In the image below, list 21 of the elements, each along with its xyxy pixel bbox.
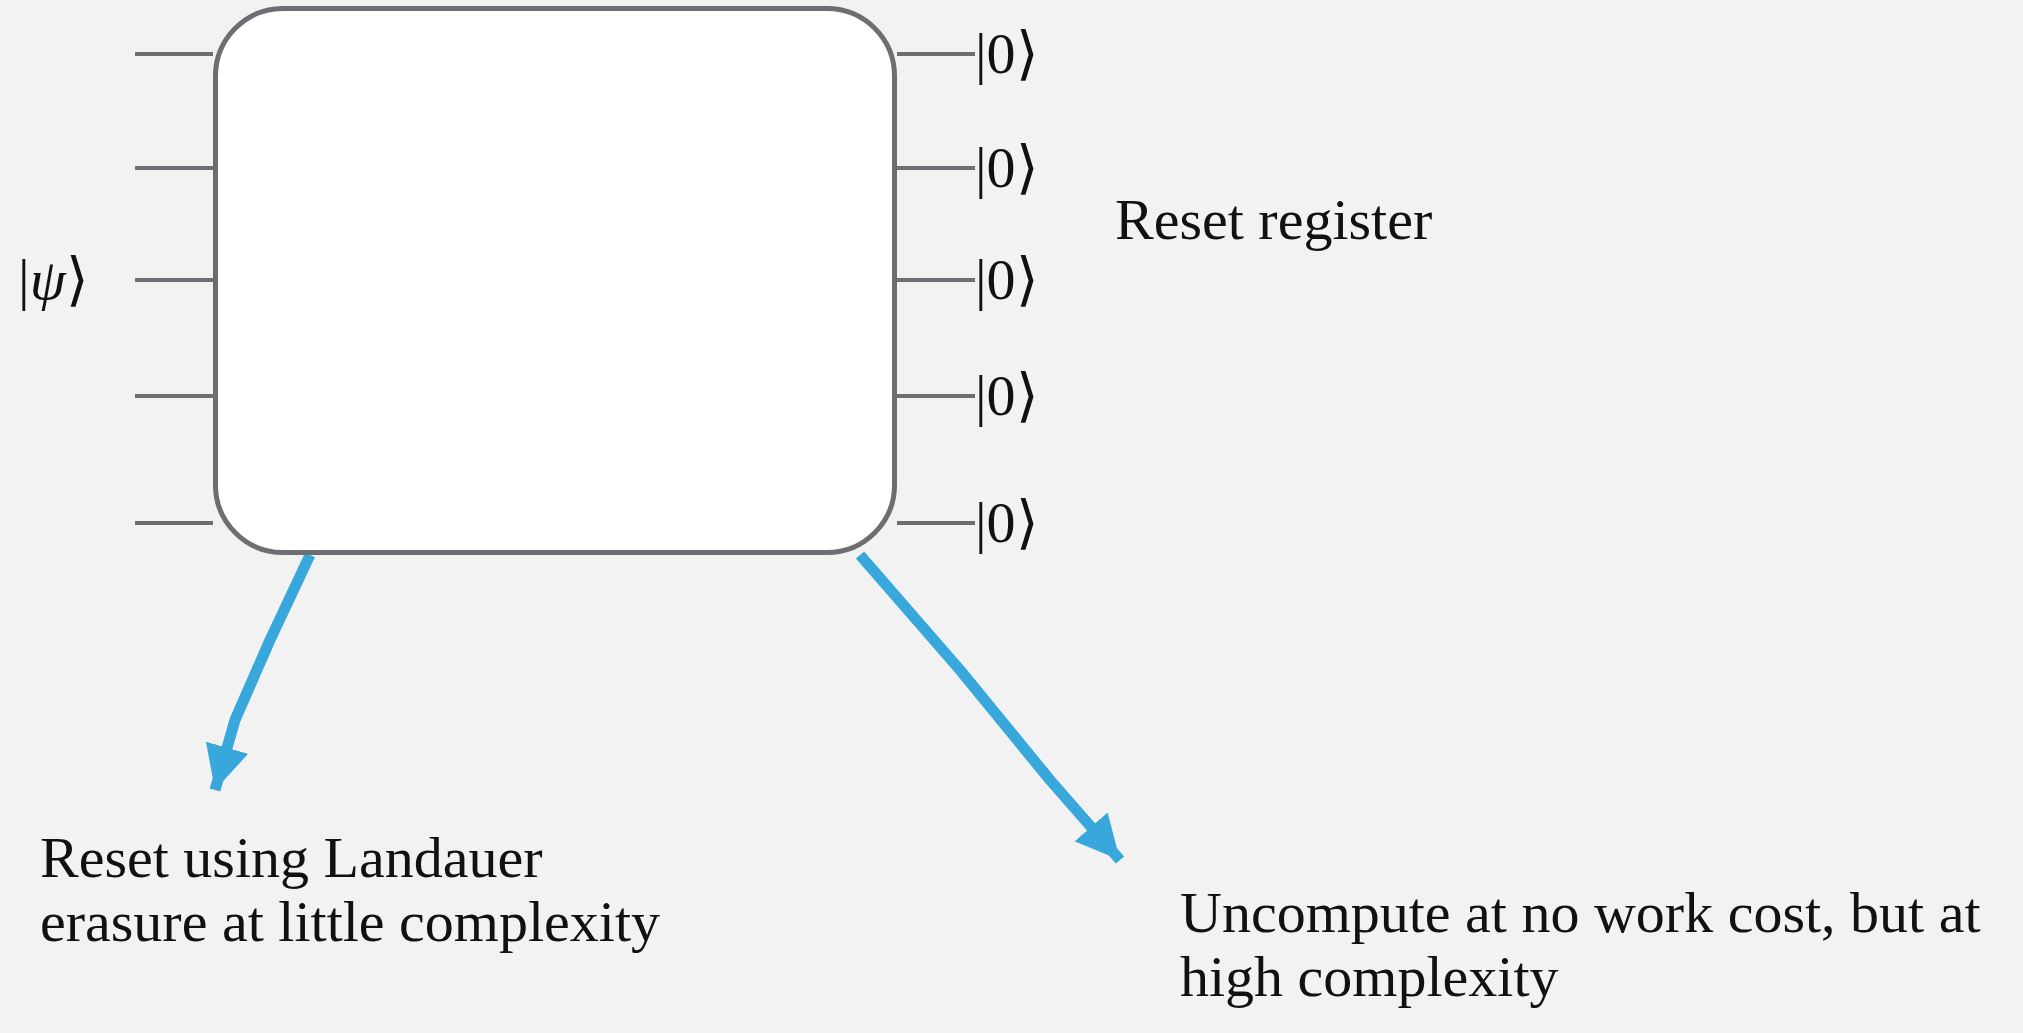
wire-line [135, 52, 213, 56]
annotation-text: Reset using Landauer erasure at little complexity [40, 790, 860, 990]
wire-line [897, 278, 975, 282]
wire-line [897, 166, 975, 170]
wire-line [135, 278, 213, 282]
register-label: Reset register [1115, 186, 1433, 254]
wire-line [897, 52, 975, 56]
ket-label: |0⟩ [975, 358, 1070, 434]
ket-label: |0⟩ [975, 130, 1070, 206]
ket-label: |0⟩ [975, 242, 1070, 318]
ket-label: |0⟩ [975, 485, 1070, 561]
wire-line [897, 521, 975, 525]
ket-label: |0⟩ [975, 16, 1070, 92]
wire-line [897, 394, 975, 398]
arrow [855, 551, 1125, 864]
state-label: |ψ⟩ [18, 246, 89, 314]
annotation-text: Uncompute at no work cost, but at high complexity [1180, 860, 2020, 1030]
wire-line [135, 394, 213, 398]
wire-line [135, 166, 213, 170]
gate-box [213, 6, 897, 555]
wire-line [135, 521, 213, 525]
